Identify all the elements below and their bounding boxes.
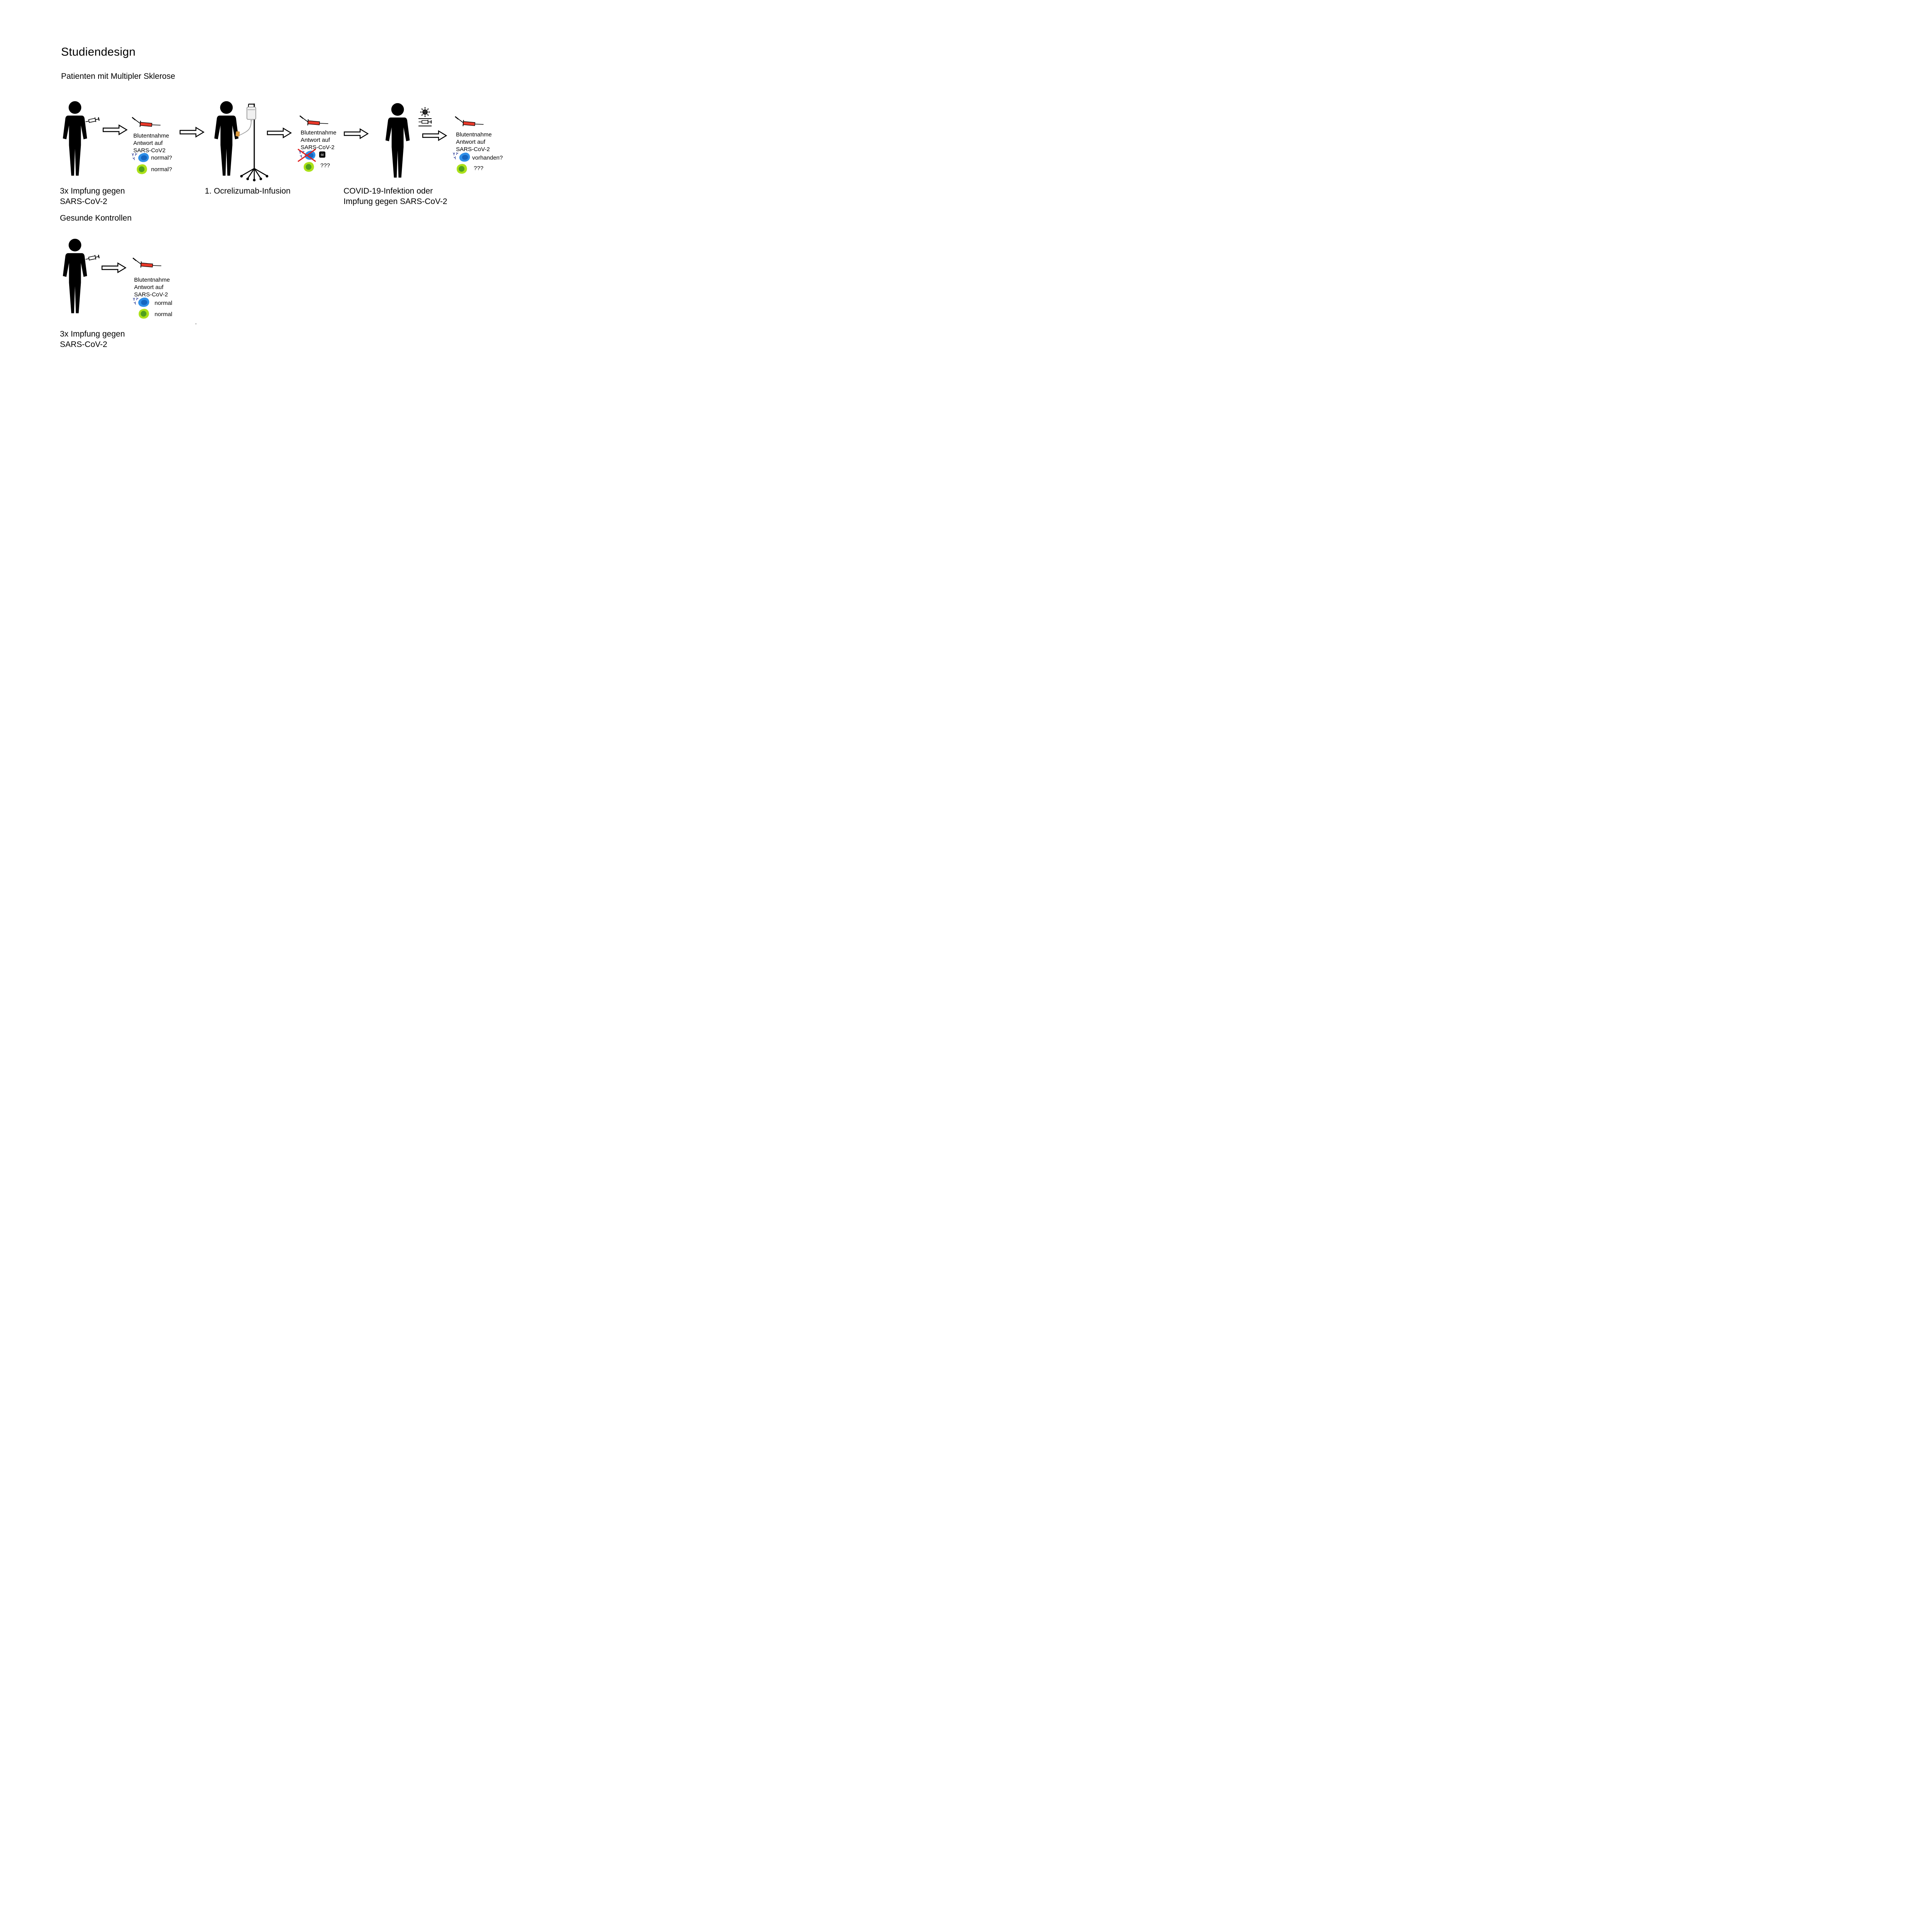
caption-line: Antwort auf bbox=[301, 137, 330, 143]
b-cell-icon bbox=[137, 297, 150, 308]
caption-line: Blutentnahme bbox=[134, 277, 170, 283]
caption-line: Blutentnahme bbox=[456, 131, 492, 138]
section-heading-controls: Gesunde Kontrollen bbox=[60, 214, 132, 223]
b-cell-icon bbox=[137, 152, 150, 163]
caption-line: Antwort auf bbox=[133, 140, 163, 146]
label-line: 3x Impfung gegen bbox=[60, 330, 125, 338]
blood-draw-panel-4: Blutentnahme Antwort auf SARS-CoV-2 norm… bbox=[131, 257, 189, 324]
iv-stand-icon bbox=[236, 98, 272, 182]
blood-syringe-icon bbox=[131, 257, 163, 273]
section-heading-ms-patients: Patienten mit Multipler Sklerose bbox=[61, 72, 175, 81]
caption-line: SARS-CoV-2 bbox=[301, 144, 335, 151]
antibody-icon bbox=[453, 152, 459, 160]
blood-draw-panel-1: Blutentnahme Antwort auf SARS-CoV2 norma… bbox=[131, 116, 185, 178]
b-cell-icon bbox=[458, 152, 471, 162]
blood-draw-panel-2: Blutentnahme Antwort auf SARS-CoV-2 ☠ ??… bbox=[298, 114, 352, 176]
iv-patch-icon bbox=[235, 131, 240, 137]
caption-line: Blutentnahme bbox=[301, 129, 337, 136]
blood-draw-caption: Blutentnahme Antwort auf SARS-CoV-2 bbox=[456, 131, 492, 153]
caption-line: Antwort auf bbox=[134, 284, 163, 291]
red-cross-icon bbox=[297, 148, 317, 163]
step-label-vaccination-controls: 3x Impfung gegen SARS-CoV-2 bbox=[60, 329, 125, 350]
caption-line: Blutentnahme bbox=[133, 133, 169, 139]
control-figure bbox=[58, 238, 92, 316]
step-label-vaccination: 3x Impfung gegen SARS-CoV-2 bbox=[60, 186, 125, 207]
blood-draw-panel-3: Blutentnahme Antwort auf SARS-CoV-2 vorh… bbox=[453, 115, 511, 177]
t-cell-icon bbox=[456, 163, 468, 174]
blood-draw-caption: Blutentnahme Antwort auf SARS-CoV-2 bbox=[134, 276, 170, 298]
caption-line: SARS-CoV2 bbox=[133, 147, 166, 154]
flow-arrow-6 bbox=[101, 262, 127, 274]
blood-draw-caption: Blutentnahme Antwort auf SARS-CoV2 bbox=[133, 132, 169, 154]
label-line: Impfung gegen SARS-CoV-2 bbox=[344, 197, 447, 206]
virus-icon bbox=[420, 107, 430, 117]
b-cell-result-label: normal? bbox=[151, 155, 172, 161]
t-cell-result-label: ??? bbox=[474, 165, 484, 172]
flow-arrow-4 bbox=[344, 128, 369, 139]
flow-arrow-3 bbox=[267, 127, 292, 139]
t-cell-result-label: normal? bbox=[151, 166, 172, 173]
flow-arrow-5 bbox=[422, 130, 447, 141]
stray-period: . bbox=[195, 319, 197, 326]
t-cell-result-label: ??? bbox=[320, 162, 330, 169]
vaccine-syringe-icon bbox=[418, 119, 433, 124]
t-cell-result-label: normal bbox=[155, 311, 172, 318]
ms-patient-figure-baseline bbox=[58, 101, 92, 178]
ms-patient-figure-infection bbox=[381, 103, 414, 180]
label-line: SARS-CoV-2 bbox=[60, 340, 107, 349]
flow-arrow-1 bbox=[102, 124, 128, 136]
t-cell-icon bbox=[303, 162, 315, 172]
step-label-infusion: 1. Ocrelizumab-Infusion bbox=[205, 187, 291, 196]
t-cell-icon bbox=[138, 308, 150, 319]
blood-syringe-icon bbox=[298, 115, 330, 131]
t-cell-icon bbox=[136, 164, 148, 175]
page-title: Studiendesign bbox=[61, 46, 136, 58]
step-label-infection: COVID-19-Infektion oder Impfung gegen SA… bbox=[344, 186, 447, 207]
caption-line: Antwort auf bbox=[456, 139, 485, 145]
label-line: SARS-CoV-2 bbox=[60, 197, 107, 206]
blood-draw-caption: Blutentnahme Antwort auf SARS-CoV-2 bbox=[301, 129, 337, 151]
antibody-icon bbox=[132, 153, 138, 160]
skull-icon: ☠ bbox=[319, 151, 325, 158]
label-line: COVID-19-Infektion oder bbox=[344, 187, 433, 196]
caption-line: SARS-CoV-2 bbox=[134, 291, 168, 298]
b-cell-result-label: vorhanden? bbox=[472, 155, 503, 161]
label-line: 3x Impfung gegen bbox=[60, 187, 125, 196]
study-design-diagram: Studiendesign Patienten mit Multipler Sk… bbox=[0, 0, 592, 419]
flow-arrow-2 bbox=[179, 126, 205, 138]
b-cell-result-label: normal bbox=[155, 300, 172, 306]
caption-line: SARS-CoV-2 bbox=[456, 146, 490, 153]
blood-syringe-icon bbox=[130, 116, 162, 132]
blood-syringe-icon bbox=[453, 116, 485, 131]
divider-line bbox=[418, 118, 432, 119]
